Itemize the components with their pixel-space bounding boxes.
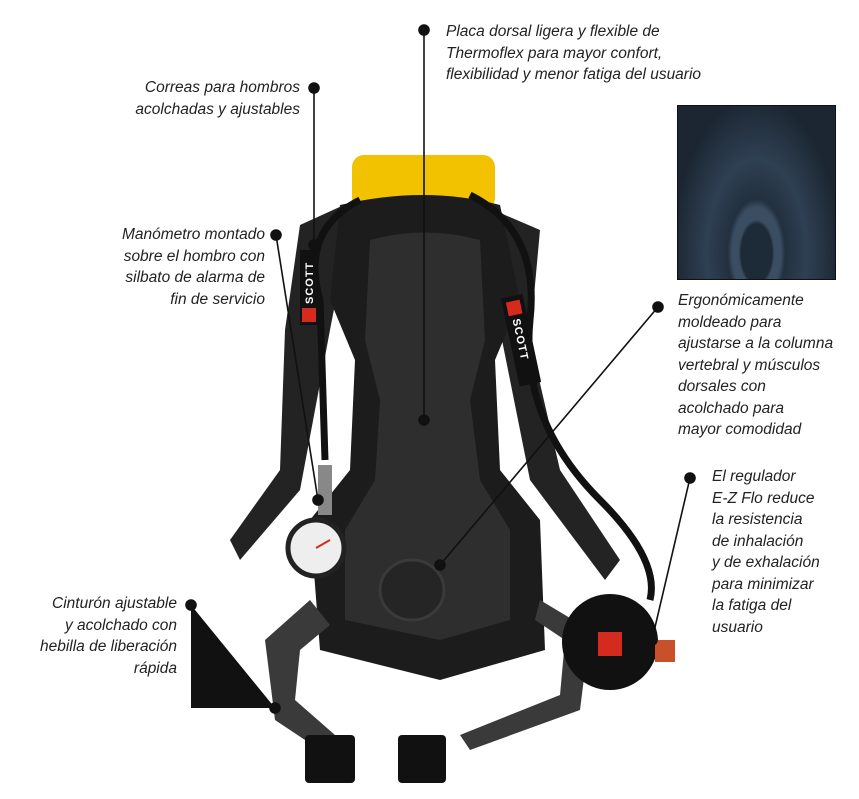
- callout-text: sobre el hombro con: [123, 247, 265, 265]
- brand-logo-right: [505, 299, 523, 317]
- callout-text: usuario: [712, 618, 763, 636]
- callout-text: mayor comodidad: [678, 421, 802, 438]
- callout-gauge: Manómetro montado sobre el hombro con si…: [122, 224, 265, 310]
- left-shoulder-strap: [230, 200, 355, 560]
- callout-regulator: El regulador E-Z Flo reduce la resistenc…: [712, 466, 820, 638]
- callout-text: Correas para hombros: [144, 79, 300, 96]
- callout-text: moldeado para: [678, 313, 782, 331]
- gauge-fitting: [318, 465, 332, 515]
- callout-text: dorsales con: [678, 378, 766, 395]
- callout-text: y acolchado con: [64, 616, 177, 634]
- callout-leaders: [185, 24, 696, 714]
- callout-shoulder-straps: Correas para hombros acolchadas y ajusta…: [135, 77, 300, 120]
- callout-text: hebilla de liberación: [39, 638, 177, 655]
- callout-text: fin de servicio: [170, 290, 265, 308]
- callout-text: y de exhalación: [712, 554, 820, 571]
- callout-text: El regulador: [712, 468, 796, 485]
- callout-text: la resistencia: [712, 511, 803, 528]
- regulator-hose: [468, 191, 655, 601]
- callout-belt: Cinturón ajustable y acolchado con hebil…: [40, 593, 177, 679]
- callout-text: E-Z Flo reduce: [712, 489, 815, 507]
- callout-text: Ergonómicamente: [678, 292, 804, 309]
- regulator-valve: [655, 640, 675, 662]
- callout-text: la fatiga del: [712, 597, 792, 614]
- callout-text: de inhalación: [712, 532, 804, 550]
- gauge-needle: [315, 539, 331, 549]
- callout-text: silbato de alarma de: [125, 269, 265, 286]
- waist-belt-right: [460, 600, 590, 750]
- brand-tag-right: [500, 293, 542, 387]
- back-plate-detail-image: [677, 105, 836, 280]
- callout-text: para minimizar: [712, 575, 814, 593]
- brand-text-left: SCOTT: [304, 262, 316, 304]
- lumbar-pad: [378, 558, 446, 622]
- callout-text: acolchadas y ajustables: [135, 100, 300, 118]
- back-plate-padding: [345, 232, 510, 640]
- callout-text: vertebral y músculos: [678, 356, 821, 374]
- buckle-right: [398, 735, 446, 783]
- brand-tag-left: [300, 250, 318, 325]
- callout-back-plate: Placa dorsal ligera y flexible de Thermo…: [446, 21, 701, 86]
- brand-logo-left: [302, 308, 316, 322]
- callout-text: acolchado para: [678, 399, 784, 417]
- buckle-left: [305, 735, 355, 783]
- callout-text: Thermoflex para mayor confort,: [446, 44, 663, 62]
- callout-ergonomic: Ergonómicamente moldeado para ajustarse …: [678, 290, 833, 441]
- regulator-logo: [598, 632, 622, 656]
- callout-text: Manómetro montado: [121, 226, 265, 243]
- callout-text: flexibilidad y menor fatiga del usuario: [446, 66, 702, 83]
- callout-text: ajustarse a la columna: [678, 335, 834, 352]
- waist-belt: [265, 600, 335, 750]
- callout-text: rápida: [133, 659, 177, 677]
- callout-text: Cinturón ajustable: [52, 595, 177, 612]
- callout-text: Placa dorsal ligera y flexible de: [446, 23, 660, 40]
